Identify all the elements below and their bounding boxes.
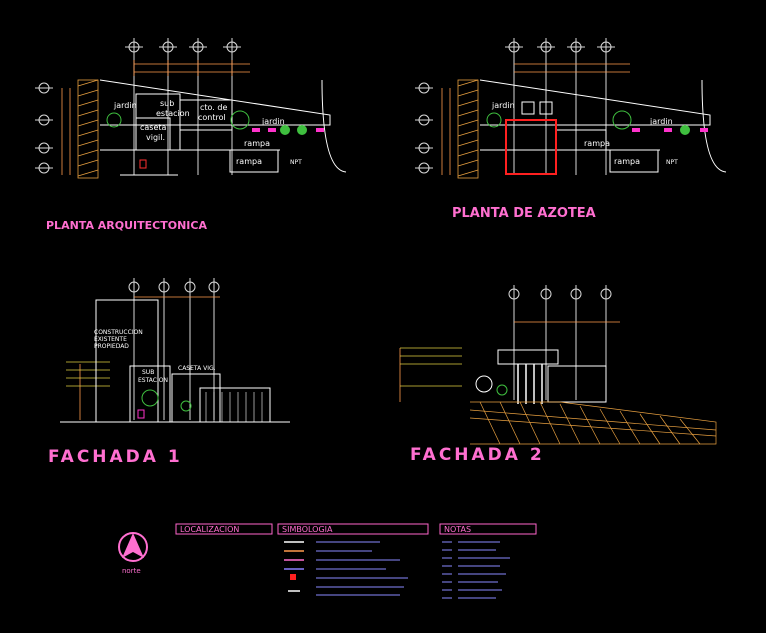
- legend-notas: NOTAS: [444, 525, 471, 534]
- roof-label-jardin-right: jardin: [649, 117, 673, 126]
- legend-simbologia: SIMBOLOGIA: [282, 525, 333, 534]
- label-jardin-right: jardin: [261, 117, 285, 126]
- plan-view: jardin sub estacion cto. de control case…: [35, 38, 347, 232]
- roof-label-jardin-left: jardin: [491, 101, 515, 110]
- label-sub: sub: [160, 99, 174, 108]
- label-caseta: caseta: [140, 123, 167, 132]
- symbology-descriptions: [316, 541, 408, 596]
- label-jardin-left: jardin: [113, 101, 137, 110]
- terrain-hatch: [469, 401, 717, 445]
- facade1-label-propiedad: PROPIEDAD: [94, 343, 129, 350]
- title-facade1: FACHADA 1: [48, 447, 183, 467]
- facade1-label-estacion: ESTACION: [138, 377, 168, 384]
- label-estacion: estacion: [156, 109, 190, 118]
- label-rampa-bottom: rampa: [236, 157, 262, 166]
- plan-plants: [106, 110, 324, 169]
- title-roof: PLANTA DE AZOTEA: [452, 206, 596, 221]
- roof-label-rampa-top: rampa: [584, 139, 610, 148]
- roof-highlight-area: [505, 119, 557, 175]
- roof-label-npt: NPT: [666, 159, 678, 166]
- label-rampa-top: rampa: [244, 139, 270, 148]
- north-arrow: [118, 532, 148, 562]
- label-north: norte: [122, 567, 141, 575]
- facade1-view: CONSTRUCCION EXISTENTE PROPIEDAD SUB EST…: [48, 278, 290, 467]
- roof-plan-view: jardin jardin rampa rampa NPT PLANTA DE …: [415, 38, 727, 221]
- facade1-label-sub: SUB: [142, 369, 154, 376]
- label-control: control: [198, 113, 226, 122]
- roof-label-rampa-bottom: rampa: [614, 157, 640, 166]
- label-cto-de: cto. de: [200, 103, 227, 112]
- facade1-label-existente: EXISTENTE: [94, 336, 127, 343]
- title-plan: PLANTA ARQUITECTONICA: [46, 219, 207, 232]
- plan-room-labels: jardin sub estacion cto. de control case…: [113, 99, 302, 166]
- facade2-view: FACHADA 2: [399, 285, 717, 465]
- dimension-lines: [61, 60, 250, 175]
- axis-bubbles-left: [35, 82, 53, 174]
- facade1-label-caseta: CASETA VIG.: [178, 365, 216, 372]
- label-vigil: vigil.: [146, 133, 165, 142]
- legend-localizacion: LOCALIZACION: [180, 525, 239, 534]
- legend-area: norte LOCALIZACION SIMBOLOGIA NOTAS: [118, 523, 537, 599]
- notes-lines: [442, 541, 510, 599]
- facade1-label-construccion: CONSTRUCCION: [94, 329, 143, 336]
- title-facade2: FACHADA 2: [410, 445, 545, 465]
- symbology-swatches: [284, 541, 304, 592]
- boundary-wall: [77, 79, 99, 179]
- label-npt: NPT: [290, 159, 302, 166]
